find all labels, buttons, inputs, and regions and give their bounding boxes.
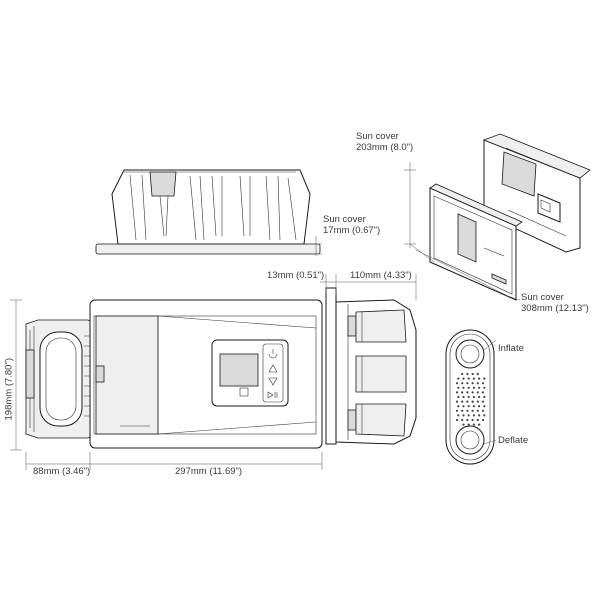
sun-cover-17-value: 17mm (0.67") — [323, 225, 381, 236]
dim-110-label: 110mm (4.33") — [350, 270, 412, 281]
sun-cover-308-value: 308mm (12.13") — [521, 303, 589, 314]
dim-88-label: 88mm (3.46") — [33, 466, 91, 477]
dim-198-line — [10, 299, 22, 451]
isometric-view — [429, 133, 591, 301]
remote-view — [445, 329, 497, 465]
sun-cover-17-title: Sun cover — [323, 214, 366, 225]
speaker-grille — [455, 372, 486, 426]
front-view — [25, 299, 323, 449]
sun-cover-203-value: 203mm (8.0") — [356, 142, 414, 153]
dim-bottom-lines — [25, 452, 323, 470]
play-pause-icon — [267, 391, 278, 399]
sun-cover-308-title: Sun cover — [521, 292, 564, 303]
dim-198-label: 198mm (7.80") — [3, 357, 15, 421]
side-view — [325, 287, 417, 445]
up-triangle-icon — [268, 364, 278, 373]
sun-cover-203-title: Sun cover — [356, 131, 399, 142]
inflate-label: Inflate — [498, 343, 524, 354]
dim-13-label: 13mm (0.51") — [267, 270, 325, 281]
down-triangle-icon — [268, 377, 278, 386]
dim-13-110-lines — [320, 274, 417, 300]
power-icon — [268, 349, 278, 359]
dim-297-label: 297mm (11.69") — [175, 466, 243, 477]
deflate-label: Deflate — [498, 435, 529, 446]
top-profile-view — [95, 169, 321, 255]
sun-cover-17-dimension — [310, 236, 322, 256]
sun-cover-308-dimension — [415, 249, 521, 301]
